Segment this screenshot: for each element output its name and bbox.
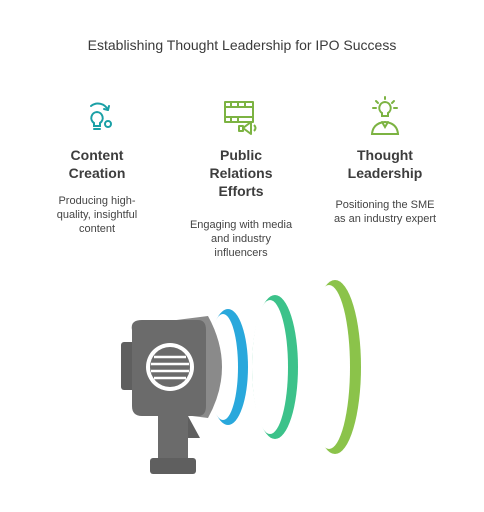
column-description: Producing high- quality, insightful cont…	[56, 195, 138, 235]
column-thought-leadership: Thought Leadership Positioning the SME a…	[320, 96, 450, 226]
column-public-relations: Public Relations Efforts Engaging with m…	[176, 96, 306, 260]
column-content-creation: Content Creation Producing high- quality…	[32, 96, 162, 236]
column-heading: Content Creation	[68, 147, 126, 181]
column-description: Positioning the SME as an industry exper…	[333, 199, 437, 225]
column-description: Engaging with media and industry influen…	[189, 219, 293, 259]
column-heading: Thought Leadership	[347, 147, 423, 181]
megaphone-illustration	[121, 280, 361, 474]
sound-ring-green	[308, 280, 361, 454]
person-lightbulb-icon	[370, 96, 400, 135]
sound-ring-teal	[252, 295, 298, 439]
lightbulb-idea-icon	[90, 102, 112, 130]
film-megaphone-icon	[224, 101, 257, 135]
column-heading: Public Relations Efforts	[209, 147, 273, 199]
megaphone-icon	[121, 316, 222, 474]
page-title: Establishing Thought Leadership for IPO …	[87, 37, 397, 53]
